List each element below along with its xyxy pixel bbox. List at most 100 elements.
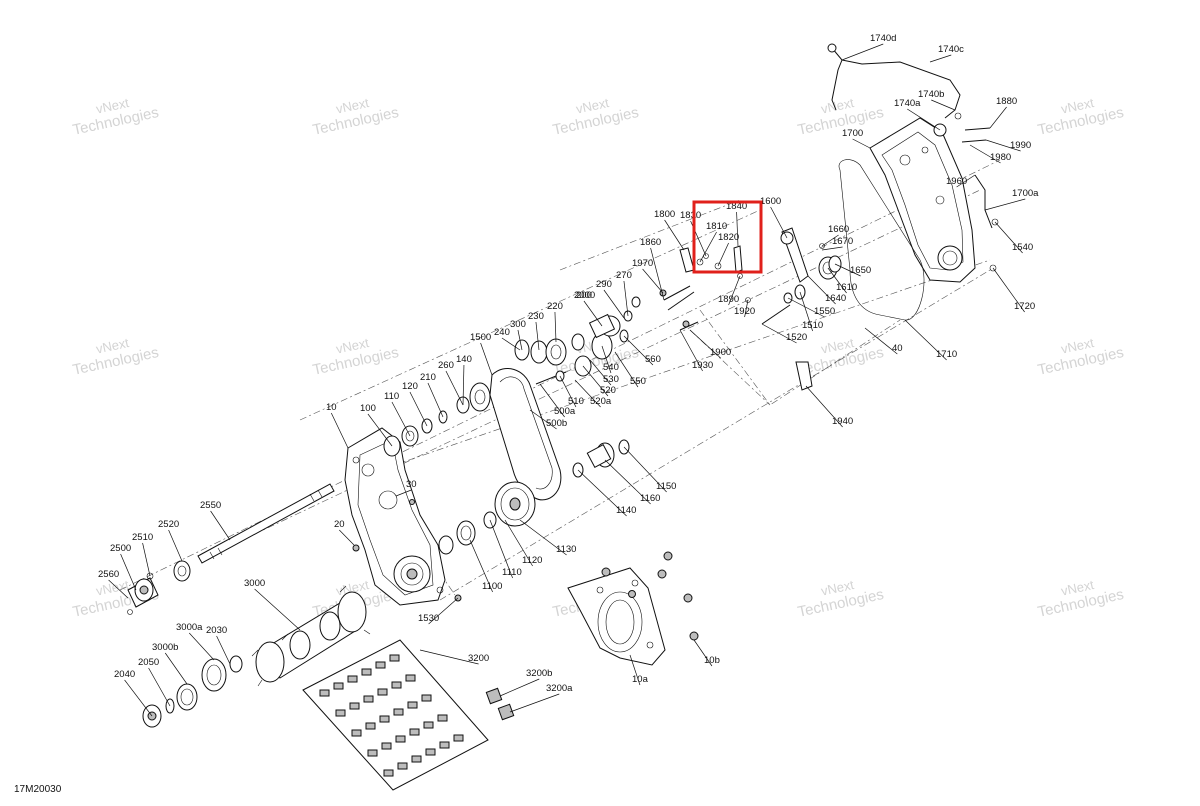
part-label-1150[interactable]: 1150	[656, 481, 676, 492]
part-label-240[interactable]: 240	[494, 327, 510, 338]
part-label-2510[interactable]: 2510	[132, 532, 153, 543]
part-label-550[interactable]: 550	[630, 376, 646, 387]
part-label-2520[interactable]: 2520	[158, 519, 179, 530]
part-label-2550[interactable]: 2550	[200, 500, 221, 511]
part-label-1110[interactable]: 1110	[502, 567, 522, 578]
part-label-1900[interactable]: 1900	[710, 347, 731, 358]
plate-lug	[375, 661, 386, 669]
part-label-3200[interactable]: 3200	[468, 653, 489, 664]
part-label-1600[interactable]: 1600	[760, 196, 781, 207]
part-label-1930[interactable]: 1930	[692, 360, 713, 371]
part-label-540[interactable]: 540	[603, 362, 619, 373]
part-label-1120[interactable]: 1120	[522, 555, 542, 566]
part-label-500a[interactable]: 500a	[554, 406, 576, 417]
part-label-20[interactable]: 20	[334, 519, 345, 530]
plate-lug	[393, 708, 404, 716]
part-label-2560[interactable]: 2560	[98, 569, 119, 580]
watermark-line1: vNext	[1060, 95, 1096, 117]
part-label-1660[interactable]: 1660	[828, 224, 849, 235]
part-label-1960[interactable]: 1960	[946, 176, 967, 187]
leader-line-1600	[770, 206, 788, 239]
part-label-3000a[interactable]: 3000a	[176, 622, 203, 633]
part-label-1740c[interactable]: 1740c	[938, 44, 964, 55]
part-label-10a[interactable]: 10a	[632, 674, 649, 685]
part-label-1670[interactable]: 1670	[832, 236, 853, 247]
part-label-1740d[interactable]: 1740d	[870, 33, 896, 44]
part-label-1140[interactable]: 1140	[616, 505, 636, 516]
part-label-1740a[interactable]: 1740a	[894, 98, 921, 109]
part-label-1830[interactable]: 1830	[680, 210, 701, 221]
part-label-300[interactable]: 300	[510, 319, 526, 330]
part-label-1520[interactable]: 1520	[786, 332, 807, 343]
part-label-2500[interactable]: 2500	[110, 543, 131, 554]
leader-line-1740a	[907, 108, 941, 131]
part-label-1800[interactable]: 1800	[654, 209, 675, 220]
part-label-40[interactable]: 40	[892, 343, 903, 354]
part-label-1610[interactable]: 1610	[836, 282, 857, 293]
part-label-2000[interactable]: 2000	[574, 290, 595, 301]
part-label-200[interactable]: 200	[576, 290, 592, 301]
leader-line-2030	[216, 635, 231, 665]
part-label-210[interactable]: 210	[420, 372, 436, 383]
part-label-1720[interactable]: 1720	[1014, 301, 1035, 312]
part-label-2050[interactable]: 2050	[138, 657, 159, 668]
part-label-1920[interactable]: 1920	[734, 306, 755, 317]
watermark-line1: vNext	[335, 335, 371, 357]
part-label-10b[interactable]: 10b	[704, 655, 720, 666]
part-label-510[interactable]: 510	[568, 396, 584, 407]
part-label-1550[interactable]: 1550	[814, 306, 835, 317]
part-label-220[interactable]: 220	[547, 301, 563, 312]
part-label-1530[interactable]: 1530	[418, 613, 439, 624]
part-label-1130[interactable]: 1130	[556, 544, 576, 555]
part-label-530[interactable]: 530	[603, 374, 619, 385]
part-label-560[interactable]: 560	[645, 354, 661, 365]
part-label-30[interactable]: 30	[406, 479, 417, 490]
part-label-520[interactable]: 520	[600, 385, 616, 396]
part-label-1540[interactable]: 1540	[1012, 242, 1033, 253]
part-label-1650[interactable]: 1650	[850, 265, 871, 276]
part-label-1940[interactable]: 1940	[832, 416, 853, 427]
part-label-140[interactable]: 140	[456, 354, 472, 365]
part-label-1100[interactable]: 1100	[482, 581, 502, 592]
part-label-100[interactable]: 100	[360, 403, 376, 414]
part-label-3000b[interactable]: 3000b	[152, 642, 178, 653]
part-label-230[interactable]: 230	[528, 311, 544, 322]
leader-line-1740d	[841, 43, 884, 61]
leader-line-1160	[604, 459, 651, 505]
part-label-1510[interactable]: 1510	[802, 320, 823, 331]
part-label-1880[interactable]: 1880	[996, 96, 1017, 107]
part-label-120[interactable]: 120	[402, 381, 418, 392]
part-label-1890[interactable]: 1890	[718, 294, 739, 305]
part-labels: 1010a10b20304010011012014020021022023024…	[98, 33, 1039, 694]
watermark-line1: vNext	[335, 577, 371, 599]
part-label-2030[interactable]: 2030	[206, 625, 227, 636]
part-label-1860[interactable]: 1860	[640, 237, 661, 248]
part-label-520a[interactable]: 520a	[590, 396, 612, 407]
part-label-1990[interactable]: 1990	[1010, 140, 1031, 151]
part-label-260[interactable]: 260	[438, 360, 454, 371]
part-label-110[interactable]: 110	[384, 391, 399, 402]
part-label-1710[interactable]: 1710	[936, 349, 957, 360]
part-label-1160[interactable]: 1160	[640, 493, 660, 504]
part-label-1700a[interactable]: 1700a	[1012, 188, 1039, 199]
part-label-3000[interactable]: 3000	[244, 578, 265, 589]
part-label-1980[interactable]: 1980	[990, 152, 1011, 163]
leader-line-1900	[689, 329, 721, 359]
part-label-1700[interactable]: 1700	[842, 128, 863, 139]
part-label-1840[interactable]: 1840	[726, 201, 747, 212]
part-label-500b[interactable]: 500b	[546, 418, 567, 429]
part-label-1740b[interactable]: 1740b	[918, 89, 944, 100]
part-label-1810[interactable]: 1810	[706, 221, 727, 232]
part-label-1500[interactable]: 1500	[470, 332, 491, 343]
part-label-1820[interactable]: 1820	[718, 232, 739, 243]
part-label-10[interactable]: 10	[326, 402, 337, 413]
part-label-270[interactable]: 270	[616, 270, 632, 281]
part-label-3200b[interactable]: 3200b	[526, 668, 552, 679]
part-label-3200a[interactable]: 3200a	[546, 683, 573, 694]
part-label-2040[interactable]: 2040	[114, 669, 135, 680]
part-label-1640[interactable]: 1640	[825, 293, 846, 304]
part-label-290[interactable]: 290	[596, 279, 612, 290]
part-label-1970[interactable]: 1970	[632, 258, 653, 269]
watermark-line1: vNext	[95, 335, 131, 357]
